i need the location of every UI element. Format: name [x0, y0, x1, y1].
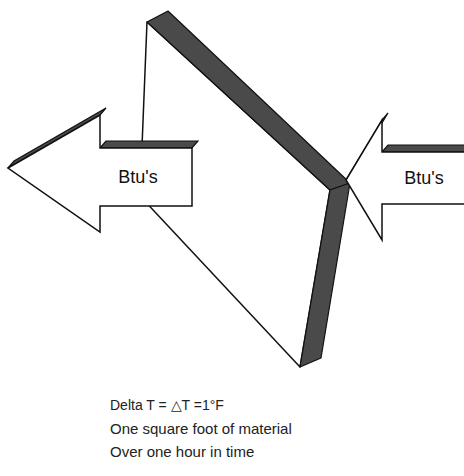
caption-note: One square foot of material [110, 417, 292, 440]
arrow-body [346, 120, 464, 240]
caption-notes: Delta T = △T =1°FOne square foot of mate… [110, 394, 292, 463]
arrow-shaft-edge [382, 145, 464, 152]
arrow-label: Btu's [404, 169, 443, 187]
heat-flow-arrow: Btu's [346, 104, 464, 244]
arrow-label: Btu's [118, 168, 157, 186]
caption-note: Over one hour in time [110, 440, 292, 463]
heat-flow-arrow: Btu's [8, 110, 192, 234]
arrow-shaft-edge [100, 141, 198, 148]
arrow-body [8, 115, 192, 232]
arrow-shape [8, 110, 192, 234]
slab-side-edge [300, 183, 350, 367]
caption-note: Delta T = △T =1°F [110, 394, 292, 417]
